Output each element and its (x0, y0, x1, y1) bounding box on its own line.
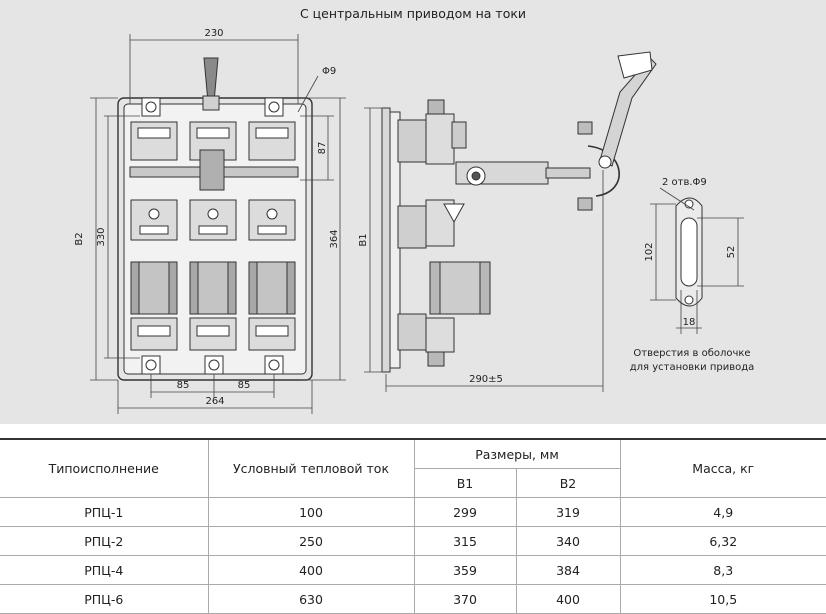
dim-330: 330 (96, 227, 107, 246)
detail-caption-line2: для установки привода (630, 362, 755, 373)
header-mass: Масса, кг (620, 438, 826, 498)
dim-18: 18 (683, 317, 696, 328)
dim-290: 290±5 (469, 374, 503, 385)
detail-dimensions (650, 187, 744, 334)
cell-mass: 10,5 (620, 584, 826, 614)
cell-b1: 299 (414, 497, 517, 527)
cell-b2: 319 (516, 497, 621, 527)
front-view (117, 57, 313, 381)
cell-current: 400 (208, 555, 415, 585)
front-dimensions (90, 34, 346, 414)
dim-b2: B2 (74, 232, 85, 245)
cell-current: 630 (208, 584, 415, 614)
side-view (381, 51, 657, 373)
cell-mass: 8,3 (620, 555, 826, 585)
dim-230: 230 (204, 28, 223, 39)
cell-b2: 400 (516, 584, 621, 614)
table-row: РПЦ-2 250 315 340 6,32 (0, 526, 826, 556)
header-current: Условный тепловой ток (208, 438, 415, 498)
cell-current: 250 (208, 526, 415, 556)
dim-87: 87 (317, 142, 328, 155)
table-row: РПЦ-4 400 359 384 8,3 (0, 555, 826, 585)
cell-type: РПЦ-1 (0, 497, 209, 527)
cell-type: РПЦ-2 (0, 526, 209, 556)
dim-52: 52 (726, 246, 737, 259)
specs-table: Типоисполнение Условный тепловой ток Раз… (0, 438, 826, 614)
dim-b1: B1 (358, 233, 369, 246)
dim-85-left: 85 (177, 380, 190, 391)
cell-b1: 315 (414, 526, 517, 556)
dim-364: 364 (329, 229, 340, 248)
cell-b1: 359 (414, 555, 517, 585)
detail-view (675, 197, 703, 307)
header-dimensions: Размеры, мм (414, 438, 621, 469)
header-b1: B1 (414, 468, 517, 498)
dim-hole: Φ9 (322, 66, 336, 77)
side-dimensions (364, 107, 604, 392)
table-row: РПЦ-6 630 370 400 10,5 (0, 584, 826, 614)
drawing-svg: С центральным приводом на токи (74, 6, 755, 414)
drawing-title: С центральным приводом на токи (300, 6, 526, 21)
header-type: Типоисполнение (0, 438, 209, 498)
cell-b1: 370 (414, 584, 517, 614)
cell-type: РПЦ-6 (0, 584, 209, 614)
technical-drawing: С центральным приводом на токи (0, 0, 826, 424)
detail-caption-line1: Отверстия в оболочке (633, 348, 750, 359)
cell-b2: 340 (516, 526, 621, 556)
dim-102: 102 (644, 242, 655, 261)
cell-type: РПЦ-4 (0, 555, 209, 585)
table-row: РПЦ-1 100 299 319 4,9 (0, 497, 826, 527)
cell-mass: 6,32 (620, 526, 826, 556)
dim-holes: 2 отв.Φ9 (662, 177, 707, 188)
dim-85-right: 85 (238, 380, 251, 391)
cell-mass: 4,9 (620, 497, 826, 527)
dim-264: 264 (205, 396, 224, 407)
cell-b2: 384 (516, 555, 621, 585)
header-b2: B2 (516, 468, 621, 498)
cell-current: 100 (208, 497, 415, 527)
